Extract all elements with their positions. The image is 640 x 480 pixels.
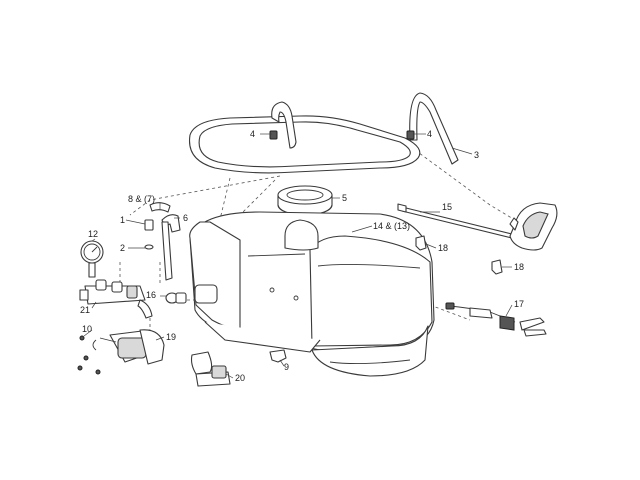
callout-8-and-7: 8 & (7) xyxy=(128,194,156,204)
callout-19: 19 xyxy=(166,332,177,342)
spray-wand xyxy=(397,202,558,251)
pressure-gauge xyxy=(80,240,104,278)
fitting-part-1 xyxy=(144,219,154,231)
frame-clip-left xyxy=(269,130,278,140)
hose-clip-lower xyxy=(491,259,503,275)
callout-leader-lines xyxy=(83,133,513,379)
callout-12: 12 xyxy=(88,229,99,239)
callout-10: 10 xyxy=(82,324,93,334)
spray-tank xyxy=(189,211,435,377)
callout-1: 1 xyxy=(120,215,126,225)
callout-18-lower: 18 xyxy=(514,262,525,272)
callout-20: 20 xyxy=(235,373,246,383)
suction-hose xyxy=(149,202,173,281)
callout-4-right: 4 xyxy=(427,129,433,139)
mounting-screws xyxy=(77,335,101,375)
callout-16: 16 xyxy=(146,290,157,300)
manifold-valve xyxy=(79,279,153,319)
tank-lid xyxy=(277,185,333,216)
callout-14-and-13: 14 & (13) xyxy=(373,221,411,231)
fill-fitting xyxy=(161,214,181,233)
small-elbow-9 xyxy=(269,349,287,363)
battery-cable-clips xyxy=(445,302,547,337)
hose-clip-upper xyxy=(415,235,427,251)
frame-clip-right xyxy=(406,130,415,140)
elbow-fitting xyxy=(190,351,231,387)
roll-bar-frame xyxy=(188,92,459,174)
callout-21: 21 xyxy=(80,305,91,315)
callout-9: 9 xyxy=(284,362,290,372)
tank-fitting-16 xyxy=(165,292,187,304)
callout-18-upper: 18 xyxy=(438,243,449,253)
callout-17: 17 xyxy=(514,299,525,309)
callout-5: 5 xyxy=(342,193,348,203)
oring-part-2 xyxy=(144,244,154,250)
callout-2: 2 xyxy=(120,243,126,253)
callout-15: 15 xyxy=(442,202,453,212)
pump-motor xyxy=(92,329,165,365)
callout-3: 3 xyxy=(474,150,480,160)
callout-4-left: 4 xyxy=(250,129,256,139)
callout-6: 6 xyxy=(183,213,189,223)
